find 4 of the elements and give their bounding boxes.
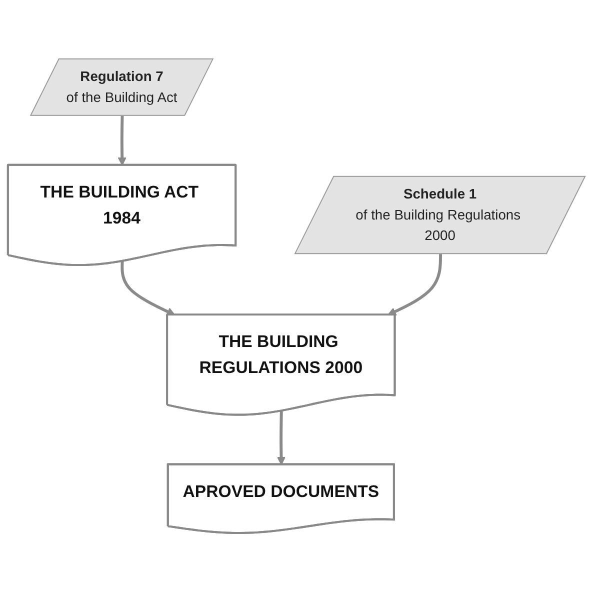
arrow bbox=[120, 261, 176, 316]
arrow bbox=[118, 116, 126, 166]
arrow bbox=[276, 411, 286, 466]
arrow bbox=[388, 254, 442, 316]
